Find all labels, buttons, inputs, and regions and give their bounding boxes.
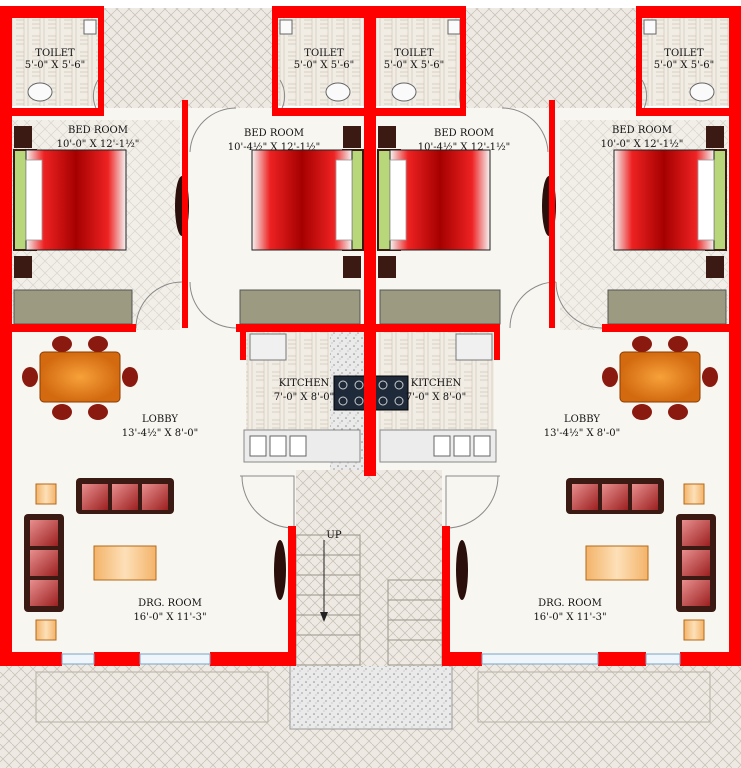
wardrobe [13, 289, 133, 325]
toilet-floor [278, 18, 366, 106]
bedroom-size-label: 10'-4½" X 12'-1½" [418, 142, 511, 153]
side-stool [35, 483, 57, 505]
sofa [676, 514, 716, 612]
drawing-room-name-label: DRG. ROOM [538, 598, 602, 609]
drawing-room-name-label: DRG. ROOM [138, 598, 202, 609]
lobby-name-label: LOBBY [142, 414, 178, 425]
bedroom-name-label: BED ROOM [244, 128, 304, 139]
kitchen-size-label: 7'-0" X 8'-0" [274, 392, 334, 403]
rear-courtyard [100, 8, 274, 108]
stair-arrow-icon [320, 612, 328, 622]
toilet-size-label: 5'-0" X 5'-6" [25, 60, 85, 71]
walls [0, 6, 741, 666]
bed [377, 126, 491, 278]
windows [61, 653, 681, 665]
coffee-table [585, 545, 649, 581]
side-stool [683, 619, 705, 641]
wardrobe [607, 289, 727, 325]
staircase-floor [296, 470, 442, 666]
toilet-name-label: TOILET [664, 48, 704, 59]
toilet-name-label: TOILET [35, 48, 75, 59]
front-lawn-left [35, 671, 269, 723]
bedroom-size-label: 10'-4½" X 12'-1½" [228, 142, 321, 153]
bedroom-name-label: BED ROOM [612, 125, 672, 136]
lobby-name-label: LOBBY [564, 414, 600, 425]
dining-set [602, 336, 718, 420]
toilet-floor [642, 18, 730, 106]
toilet-size-label: 5'-0" X 5'-6" [654, 60, 714, 71]
lobby-size-label: 13'-4½" X 8'-0" [544, 428, 620, 439]
kitchen-name-label: KITCHEN [411, 378, 462, 389]
bedroom-name-label: BED ROOM [434, 128, 494, 139]
side-stool [35, 619, 57, 641]
stair-up-label: UP [326, 530, 341, 541]
kitchen-name-label: KITCHEN [279, 378, 330, 389]
entry-step [289, 664, 453, 730]
rear-courtyard [466, 8, 640, 108]
wardrobe [239, 289, 361, 325]
dining-set [22, 336, 138, 420]
bed [613, 126, 727, 278]
drawing-room-size-label: 16'-0" X 11'-3" [533, 612, 606, 623]
toilet-size-label: 5'-0" X 5'-6" [384, 60, 444, 71]
bedroom-name-label: BED ROOM [68, 125, 128, 136]
coffee-table [93, 545, 157, 581]
wardrobe [379, 289, 501, 325]
toilet-size-label: 5'-0" X 5'-6" [294, 60, 354, 71]
kitchen-fittings [243, 333, 369, 463]
bed [13, 126, 127, 278]
front-lawn-right [477, 671, 711, 723]
drawing-room-size-label: 16'-0" X 11'-3" [133, 612, 206, 623]
bed [251, 126, 364, 278]
side-stool [683, 483, 705, 505]
kitchen-size-label: 7'-0" X 8'-0" [406, 392, 466, 403]
toilet-name-label: TOILET [394, 48, 434, 59]
kitchen-fittings [373, 333, 497, 463]
bedroom-size-label: 10'-0" X 12'-1½" [601, 139, 684, 150]
sofa [24, 514, 64, 612]
toilet-name-label: TOILET [304, 48, 344, 59]
lobby-size-label: 13'-4½" X 8'-0" [122, 428, 198, 439]
bedroom-size-label: 10'-0" X 12'-1½" [57, 139, 140, 150]
sofa [566, 478, 664, 514]
sofa [76, 478, 174, 514]
